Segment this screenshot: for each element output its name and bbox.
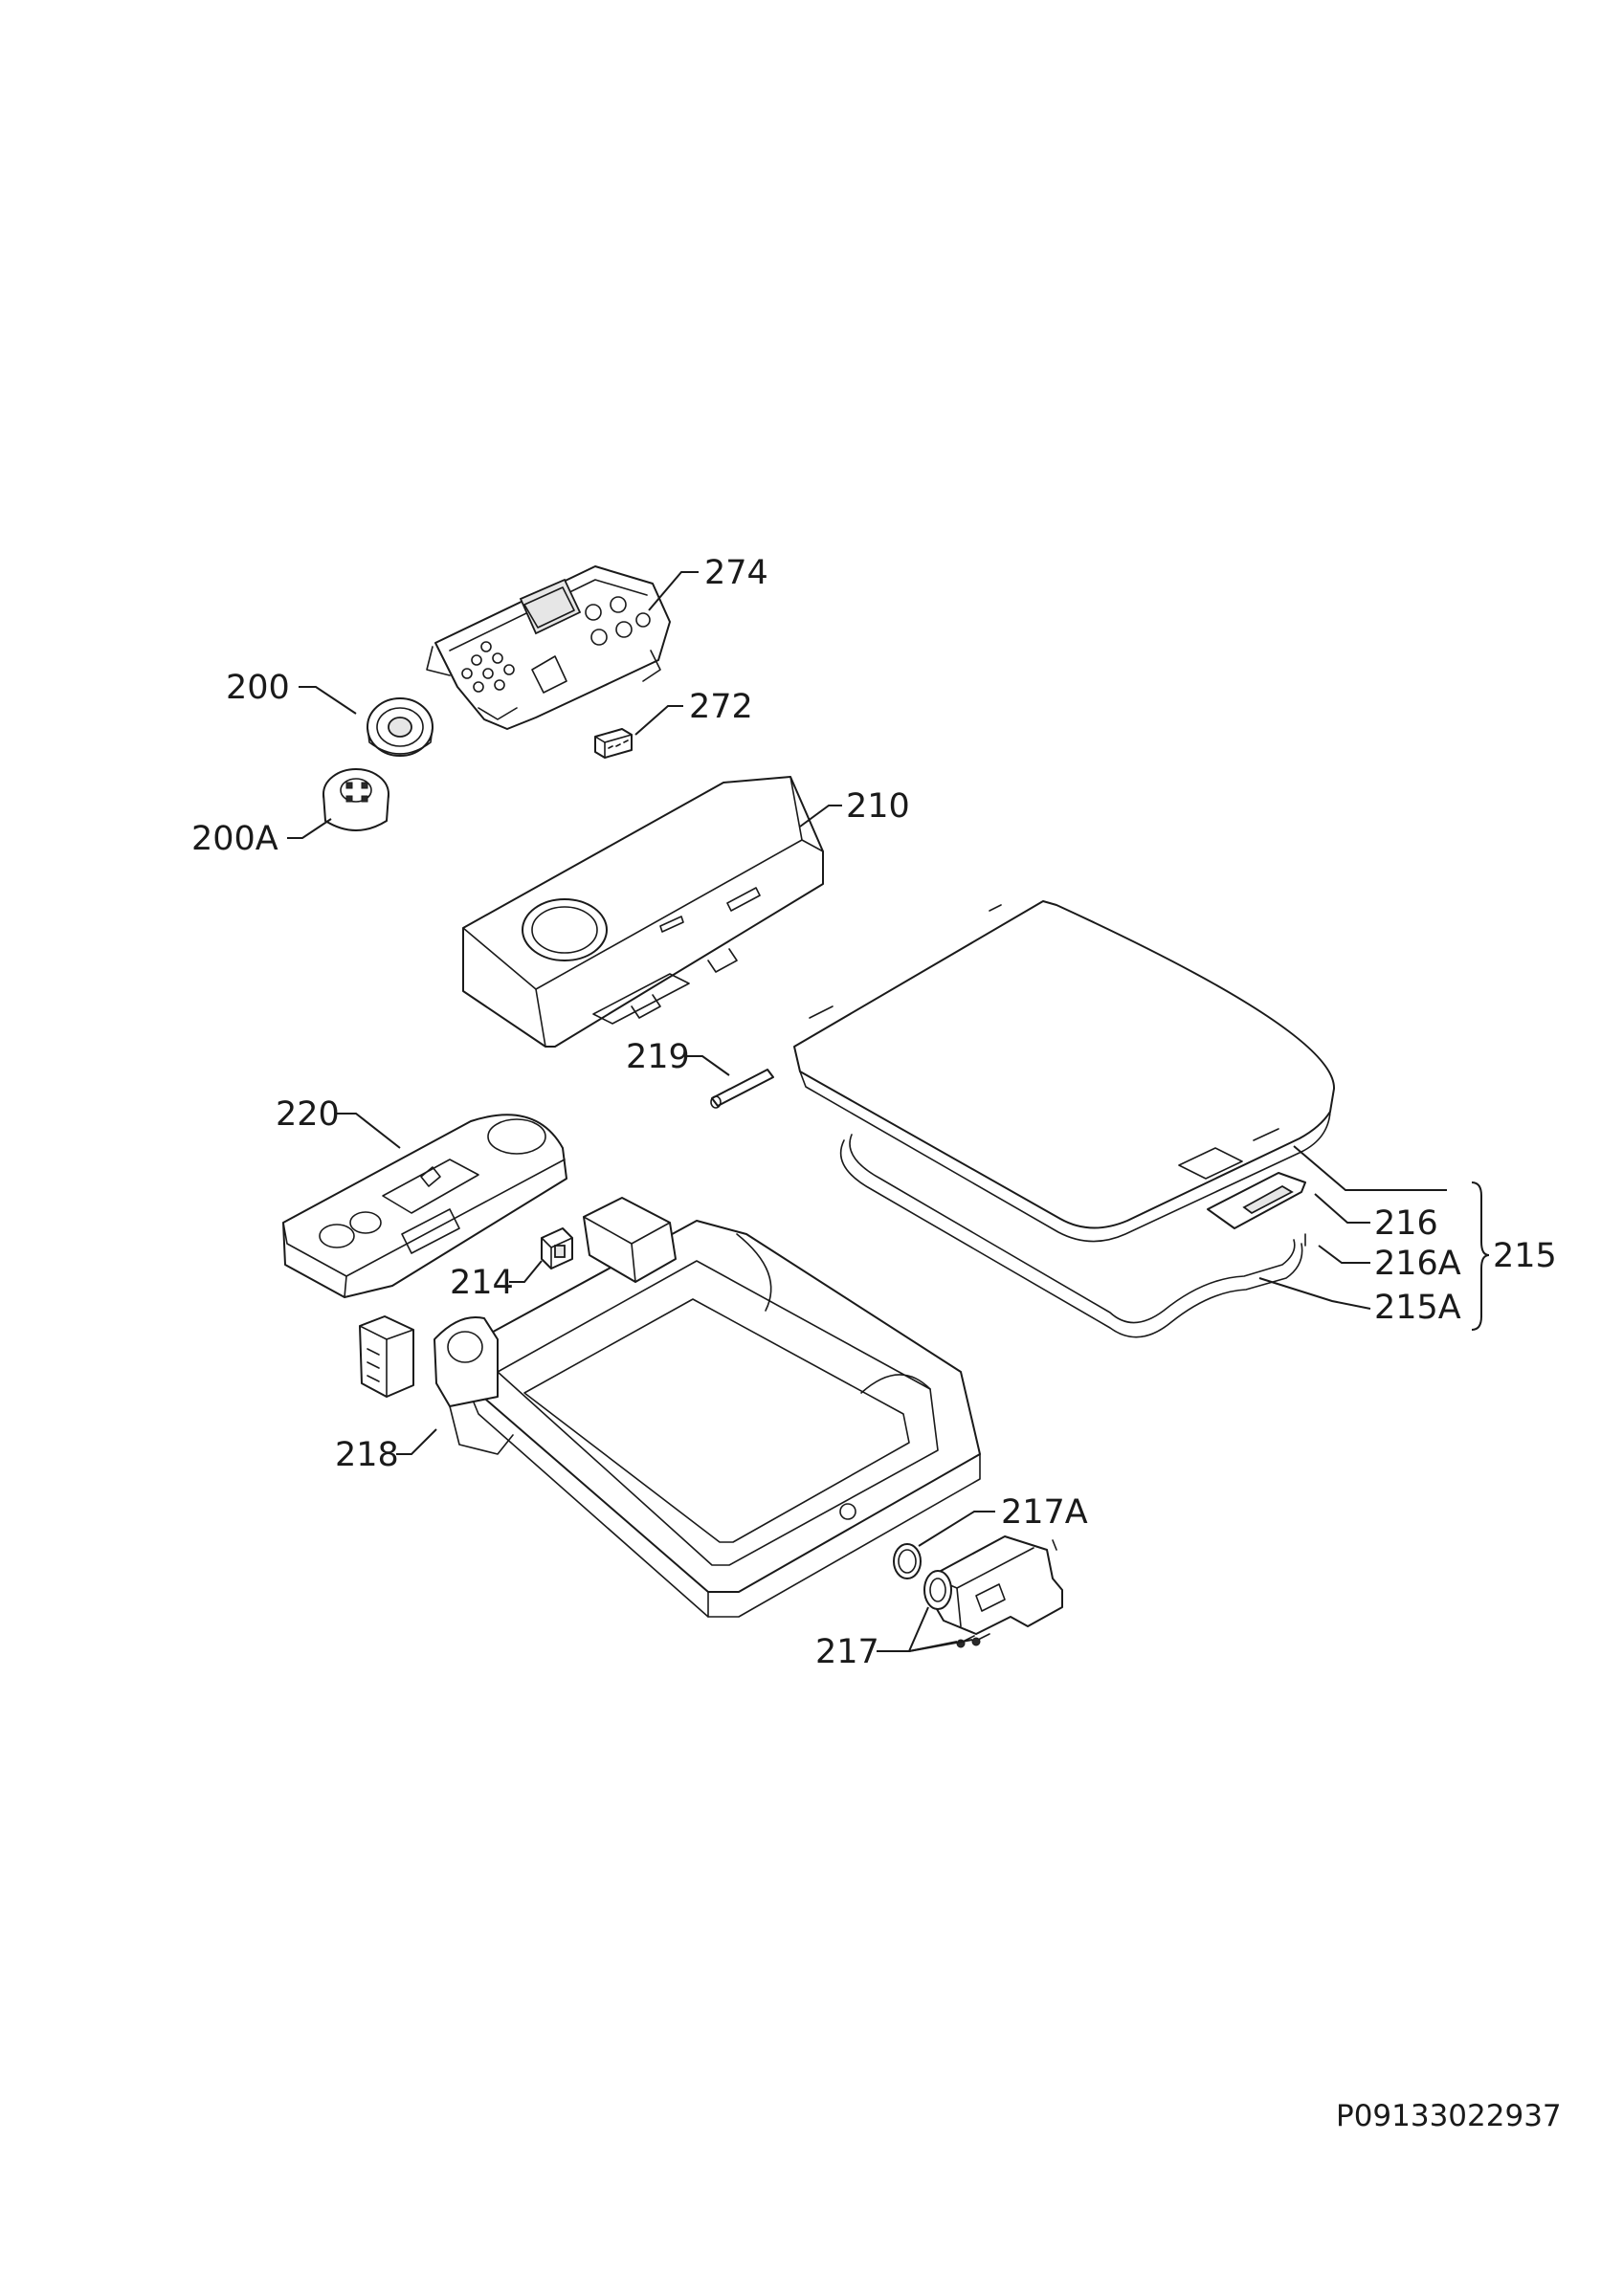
callout-272: 272	[689, 688, 753, 726]
callout-214: 214	[450, 1264, 514, 1302]
leader-218	[396, 1428, 437, 1455]
part-214-clip[interactable]	[541, 1227, 573, 1269]
callout-215a: 215A	[1374, 1289, 1461, 1327]
brace-215	[1471, 1181, 1490, 1331]
callout-216: 216	[1374, 1204, 1438, 1243]
part-200a-knob-base[interactable]	[322, 768, 389, 831]
part-272-connector[interactable]	[594, 728, 633, 759]
callout-220: 220	[276, 1095, 340, 1134]
leader-217c	[908, 1639, 973, 1652]
callout-216a: 216A	[1374, 1245, 1461, 1283]
leader-219	[687, 1055, 730, 1076]
leader-200a	[287, 818, 332, 839]
callout-200: 200	[226, 669, 290, 707]
callout-200a: 200A	[191, 820, 278, 858]
part-217a-o-ring[interactable]	[893, 1543, 922, 1579]
callout-274: 274	[704, 554, 768, 592]
leader-217	[877, 1606, 929, 1652]
leader-272	[634, 705, 683, 736]
leader-274	[648, 571, 699, 611]
top-cover-tray	[443, 1220, 981, 1618]
document-reference: P09133022937	[1336, 2099, 1562, 2133]
leader-220	[337, 1113, 401, 1149]
leader-214	[509, 1260, 543, 1283]
callout-210: 210	[846, 787, 910, 826]
part-219-hinge-pin[interactable]	[710, 1069, 774, 1109]
leader-210	[799, 805, 842, 828]
callout-215: 215	[1493, 1237, 1557, 1275]
leader-217a	[918, 1511, 995, 1547]
leader-216	[1314, 1193, 1370, 1224]
part-217-inlet-housing[interactable]	[923, 1535, 1063, 1635]
part-215-lid[interactable]	[793, 900, 1336, 1243]
part-200-knob[interactable]	[367, 697, 434, 757]
part-220-dispenser-drawer[interactable]	[282, 1114, 567, 1298]
callout-217a: 217A	[1001, 1493, 1088, 1532]
part-216-lid-handle[interactable]	[1207, 1128, 1306, 1229]
part-210-control-panel[interactable]	[462, 776, 824, 1048]
callout-218: 218	[335, 1436, 399, 1474]
leader-215a	[1258, 1277, 1371, 1310]
part-215a-seal[interactable]	[839, 1134, 1303, 1338]
part-274-control-board[interactable]	[426, 565, 671, 730]
callout-219: 219	[626, 1038, 690, 1076]
leader-215-lid	[1293, 1145, 1447, 1191]
callout-217: 217	[815, 1633, 879, 1671]
leader-200	[299, 686, 357, 715]
part-218-bracket[interactable]	[359, 1197, 677, 1455]
leader-216a	[1318, 1245, 1370, 1264]
